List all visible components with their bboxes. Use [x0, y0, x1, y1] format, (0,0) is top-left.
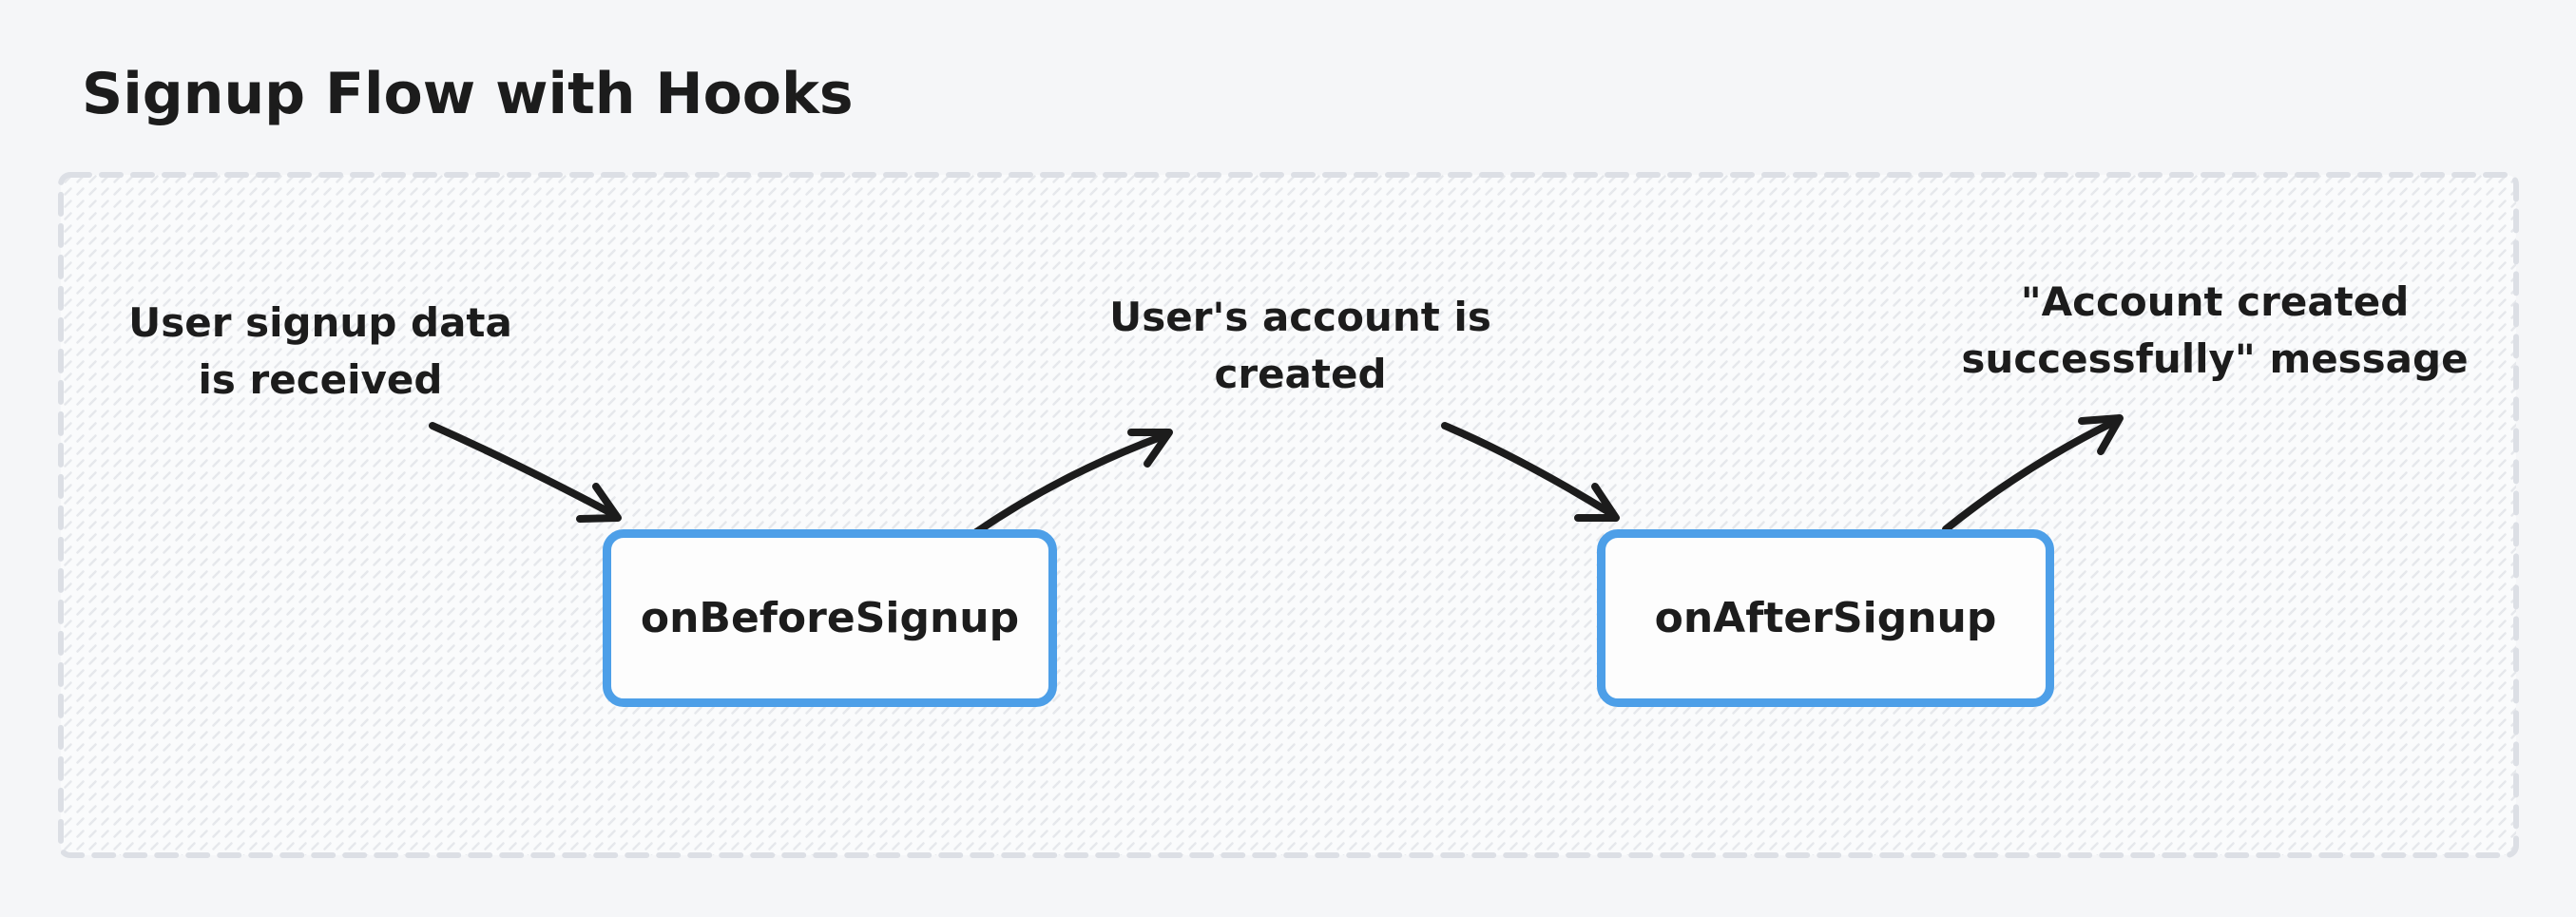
annotation-line: User signup data	[128, 299, 512, 346]
annotation-line: successfully" message	[1961, 335, 2469, 382]
flow-arrow-3	[1441, 422, 1620, 522]
annotation-line: "Account created	[2020, 278, 2410, 325]
node-label: onAfterSignup	[1654, 594, 1997, 642]
node-label: onBeforeSignup	[640, 594, 1020, 642]
node-onbeforesignup: onBeforeSignup	[603, 529, 1057, 707]
annotation-user-signup-data: User signup data is received	[128, 295, 512, 409]
annotation-account-created: User's account is created	[1109, 289, 1491, 403]
page-title: Signup Flow with Hooks	[82, 61, 854, 127]
canvas-dashed-border	[58, 172, 2519, 858]
flow-arrow-4	[1942, 414, 2124, 533]
annotation-line: is received	[198, 356, 443, 403]
node-onaftersignup: onAfterSignup	[1597, 529, 2054, 707]
annotation-success-message: "Account created successfully" message	[1961, 274, 2468, 388]
flow-arrow-2	[972, 429, 1173, 536]
annotation-line: created	[1214, 351, 1387, 397]
annotation-line: User's account is	[1109, 294, 1491, 340]
flow-arrow-1	[429, 422, 622, 523]
